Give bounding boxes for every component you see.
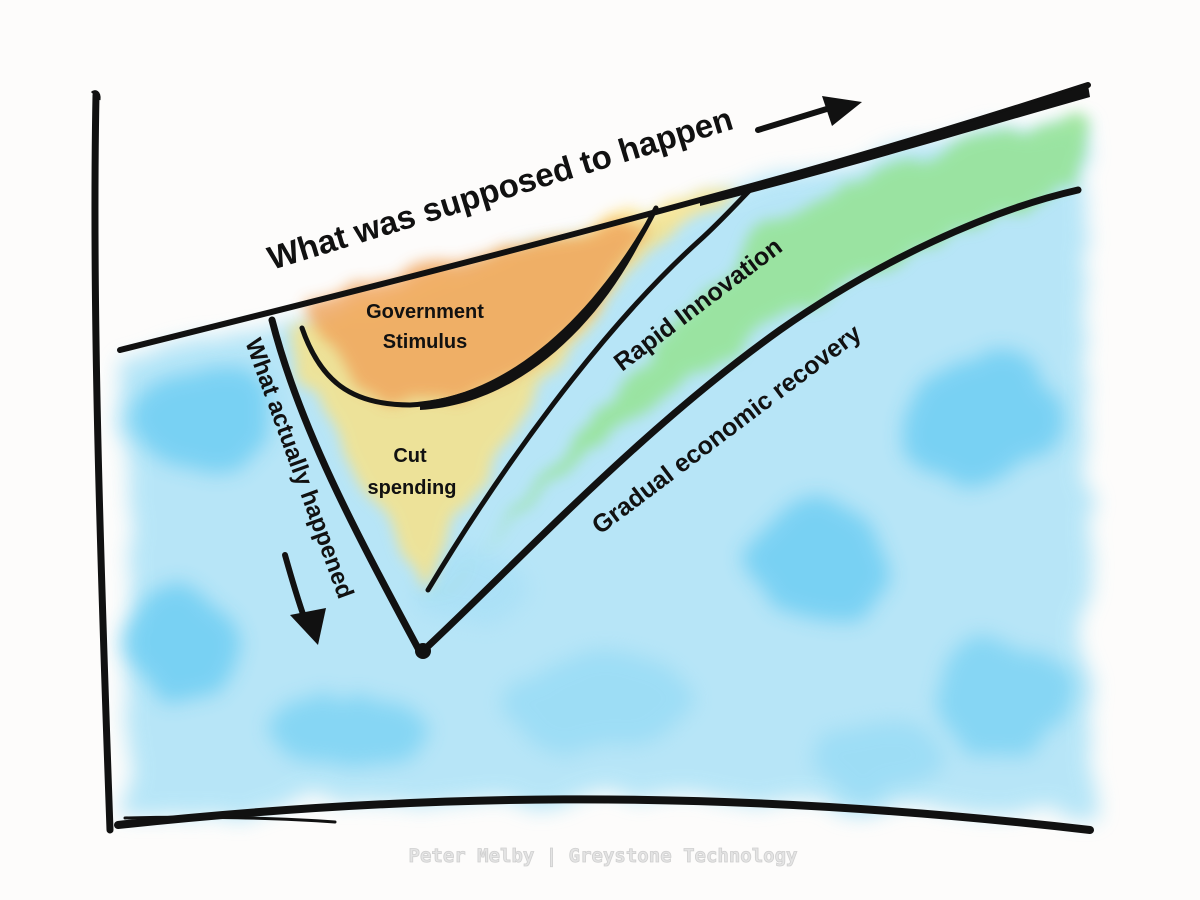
orange-wash xyxy=(305,220,650,405)
x-axis xyxy=(114,795,1094,834)
innovation-line xyxy=(425,185,755,593)
blue-wash-spots xyxy=(120,350,1070,800)
credit-text: Peter Melby | Greystone Technology xyxy=(409,845,798,867)
yellow-wash xyxy=(285,185,740,590)
recovery-line xyxy=(419,186,1082,655)
y-axis xyxy=(91,91,114,834)
supposed-arrow-icon xyxy=(755,96,862,133)
actual-v-line xyxy=(268,316,424,656)
label-stimulus-line1: Government xyxy=(366,301,484,323)
green-wash xyxy=(425,110,1085,605)
label-cut-line1: Cut xyxy=(393,445,427,467)
actual-arrow-icon xyxy=(282,552,326,645)
supposed-trend-line xyxy=(117,82,1091,353)
label-stimulus-line2: Stimulus xyxy=(383,331,467,353)
label-cut-line2: spending xyxy=(368,477,457,499)
